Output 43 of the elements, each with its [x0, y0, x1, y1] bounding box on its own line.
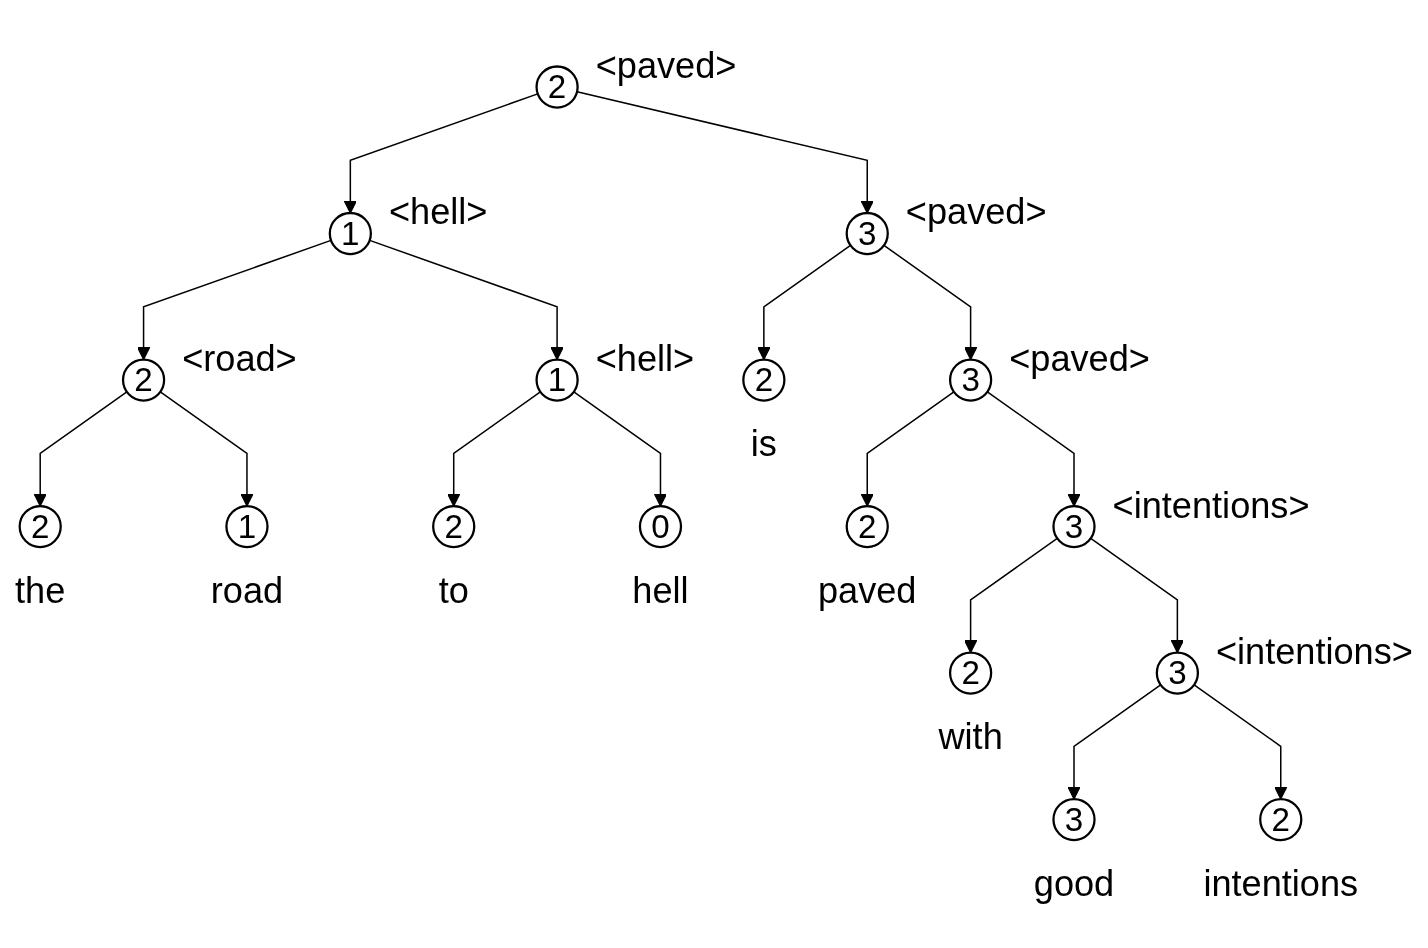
word-label: paved: [818, 569, 917, 611]
tree-node-circle: 2: [535, 65, 579, 109]
tree-node-circle: 2: [432, 504, 476, 549]
tree-node-circle: 2: [948, 651, 993, 695]
head-word-label: <paved>: [905, 191, 1047, 233]
head-word-label: <intentions>: [1216, 631, 1413, 672]
head-word-label: <hell>: [595, 338, 695, 379]
tree-node-circle: 3: [1155, 651, 1200, 695]
word-label: to: [438, 569, 469, 611]
arrow: [1193, 684, 1288, 800]
tree-node-circle: 2: [742, 358, 786, 402]
word-label: good: [1033, 862, 1115, 904]
tree-node-circle: 2: [18, 504, 62, 549]
tree-node-circle: 3: [948, 358, 993, 402]
tree-node-circle: 1: [535, 358, 579, 402]
head-word-label: <paved>: [1009, 338, 1150, 379]
head-word-label: <intentions>: [1112, 484, 1310, 526]
arrow: [159, 391, 254, 507]
tree-node-circle: 3: [1052, 797, 1096, 842]
arrow: [447, 391, 542, 507]
arrow: [573, 391, 668, 507]
head-word-label: <road>: [182, 338, 297, 379]
tree-node-circle: 2: [1259, 797, 1303, 842]
tree-node-circle: 1: [328, 211, 372, 256]
word-label: with: [938, 716, 1003, 758]
word-label: the: [15, 569, 66, 611]
tree-node-circle: 3: [1052, 504, 1096, 549]
head-word-label: <paved>: [595, 45, 737, 86]
tree-node-circle: 2: [845, 504, 889, 549]
arrow: [576, 91, 874, 214]
arrow: [33, 391, 128, 507]
arrow: [860, 391, 955, 507]
word-label: road: [210, 569, 284, 611]
arrow: [986, 391, 1081, 507]
word-label: hell: [632, 569, 689, 611]
word-label: intentions: [1203, 862, 1359, 904]
head-word-label: <hell>: [388, 191, 488, 233]
word-label: is: [750, 423, 777, 465]
arrow: [1067, 684, 1162, 800]
tree-node-circle: 0: [638, 504, 683, 549]
tree-node-circle: 2: [121, 358, 166, 402]
tree-node-circle: 3: [845, 211, 889, 256]
tree-node-circle: 1: [225, 504, 269, 549]
